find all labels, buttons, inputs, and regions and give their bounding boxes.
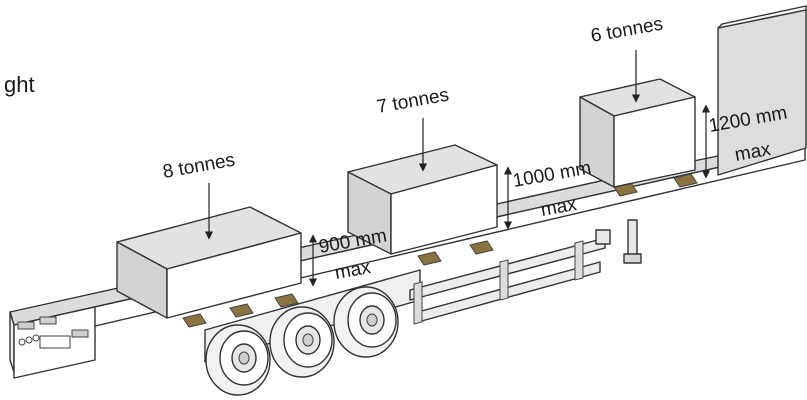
bearers xyxy=(182,173,698,328)
chassis xyxy=(409,219,642,325)
load-box-6-tonnes xyxy=(579,78,696,188)
wheel-3 xyxy=(333,286,399,358)
axle-assembly xyxy=(204,269,421,396)
weight-label-7-tonnes: 7 tonnes xyxy=(375,85,450,118)
side-text-fragment: ght xyxy=(4,72,35,97)
weight-label-6-tonnes: 6 tonnes xyxy=(589,14,664,47)
wheel-2 xyxy=(269,306,335,378)
headboard xyxy=(717,5,807,176)
wheel-1 xyxy=(205,324,271,396)
landing-leg xyxy=(595,219,642,264)
weight-label-8-tonnes: 8 tonnes xyxy=(161,150,236,183)
rear-light-cluster xyxy=(17,316,89,349)
